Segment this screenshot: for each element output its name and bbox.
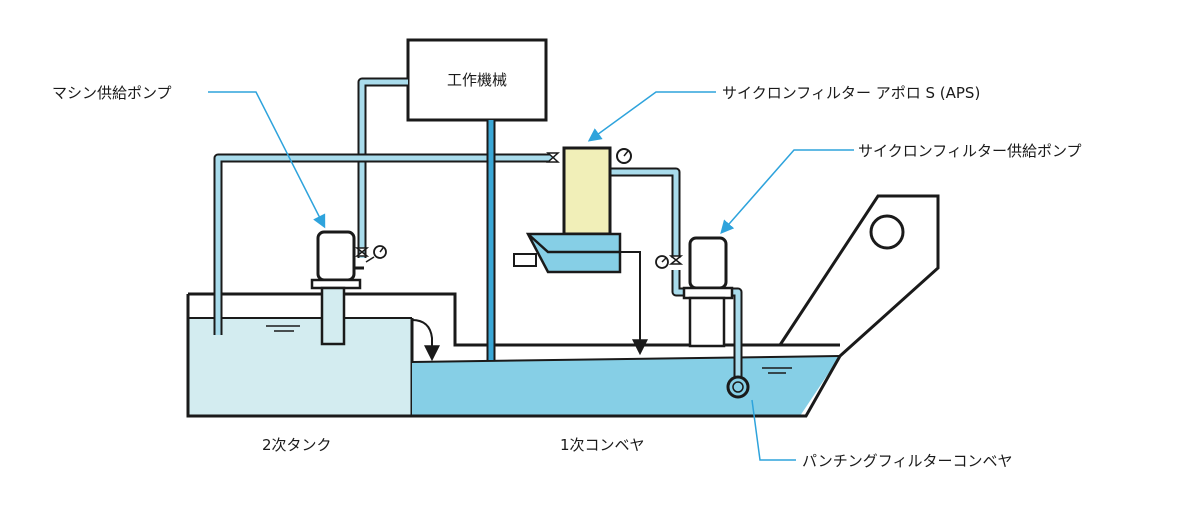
primary-conveyor [411,194,940,418]
punching-filter-drum [726,375,750,399]
secondary-tank [186,292,840,418]
machine-pump-label: マシン供給ポンプ [52,84,172,102]
cyclone-pump-label: サイクロンフィルター供給ポンプ [858,142,1082,160]
cyclone-supply-pump [655,236,734,348]
pipes [213,77,743,380]
secondary-tank-label: 2次タンク [262,436,332,454]
primary-conveyor-label: 1次コンベヤ [560,436,645,454]
pressure-gauge-icon [655,255,669,269]
leader-lines [208,91,854,461]
punching-conveyor-label: パンチングフィルターコンベヤ [802,452,1012,470]
valve-icon [668,255,684,265]
pressure-gauge-icon [616,148,632,164]
pressure-gauge-icon [365,245,387,263]
cyclone-filter-aps [513,146,648,356]
valve-icon [546,152,560,163]
cyclone-filter-label: サイクロンフィルター アポロ S (APS) [722,84,980,102]
flow-arrow-icon [411,319,440,362]
sprocket-icon [869,214,905,250]
machine-tool-label: 工作機械 [447,71,507,89]
valve-icon [354,247,370,257]
machine-supply-pump [310,230,387,346]
machine-tool: 工作機械 [406,38,548,122]
